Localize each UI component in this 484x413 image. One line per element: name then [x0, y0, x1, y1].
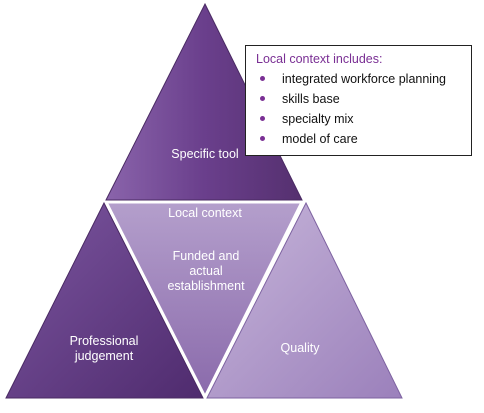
bullet-icon [260, 76, 265, 81]
list-item-text: integrated workforce planning [282, 72, 446, 86]
left-triangle-line: Professional [70, 334, 139, 348]
center-triangle-line: Funded and [173, 249, 240, 263]
list-item: integrated workforce planning [256, 69, 463, 89]
callout-list: integrated workforce planning skills bas… [256, 69, 463, 149]
left-triangle-line: judgement [74, 349, 134, 363]
list-item-text: skills base [282, 92, 340, 106]
center-triangle [103, 200, 305, 401]
list-item-text: model of care [282, 132, 358, 146]
center-triangle-line: establishment [167, 279, 245, 293]
center-triangle-line: actual [189, 264, 222, 278]
left-triangle [5, 201, 204, 399]
local-context-callout: Local context includes: integrated workf… [245, 45, 472, 156]
bullet-icon [260, 96, 265, 101]
bullet-icon [260, 116, 265, 121]
right-triangle-label: Quality [281, 341, 321, 355]
list-item: specialty mix [256, 109, 463, 129]
top-triangle-label: Specific tool [171, 147, 238, 161]
callout-title: Local context includes: [256, 52, 383, 66]
list-item: skills base [256, 89, 463, 109]
list-item: model of care [256, 129, 463, 149]
bullet-icon [260, 136, 265, 141]
center-triangle-title: Local context [168, 206, 242, 220]
right-triangle [206, 201, 403, 399]
list-item-text: specialty mix [282, 112, 354, 126]
